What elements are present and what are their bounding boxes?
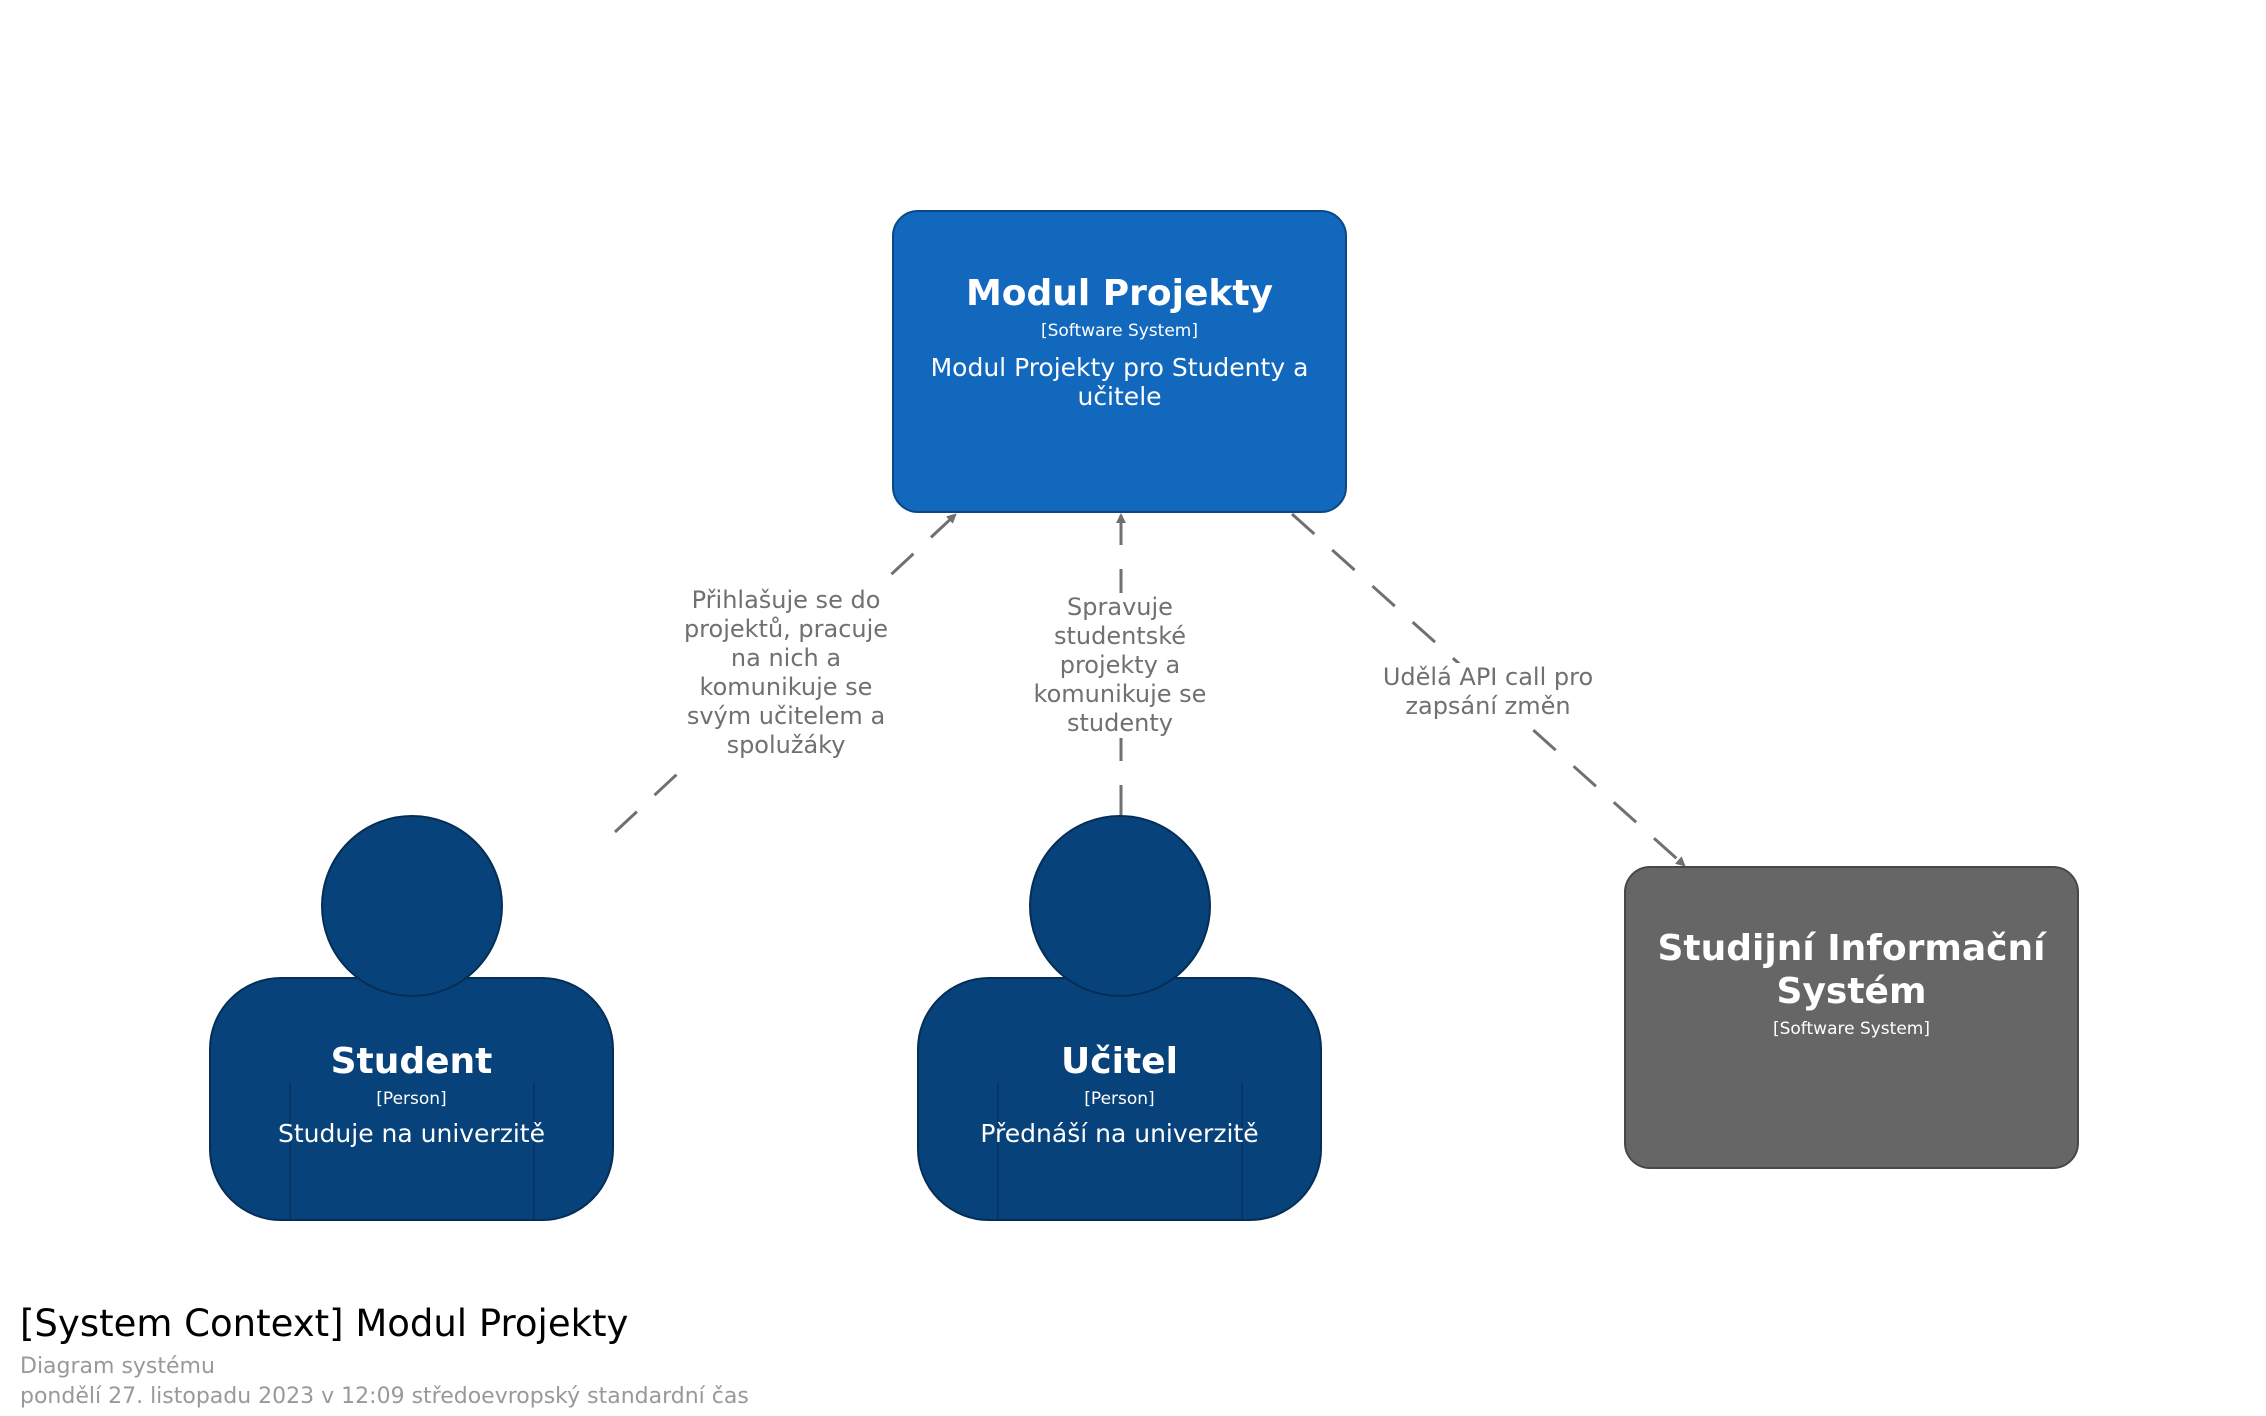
ucitel-description: Přednáší na univerzitě <box>980 1119 1259 1148</box>
student-person-head <box>321 815 503 997</box>
relationship-label-ucitel: Spravuje studentské projekty a komunikuj… <box>1018 593 1222 738</box>
modul-projekty-description: Modul Projekty pro Studenty a učitele <box>930 353 1309 411</box>
modul-projekty-type: [Software System] <box>1040 321 1198 341</box>
student-type: [Person] <box>376 1089 447 1109</box>
diagram-timestamp: pondělí 27. listopadu 2023 v 12:09 střed… <box>20 1384 749 1409</box>
studijni-informacni-system[interactable]: Studijní Informační Systém [Software Sys… <box>1624 866 2079 1169</box>
ucitel-name: Učitel <box>1061 1041 1178 1082</box>
student-description: Studuje na univerzitě <box>278 1119 545 1148</box>
student-person-text: Student [Person] Studuje na univerzitě <box>209 1040 614 1149</box>
student-arm-divider <box>289 1083 291 1220</box>
diagram-title: [System Context] Modul Projekty <box>20 1302 629 1345</box>
relationship-label-sis: Udělá API call pro zapsání změn <box>1353 663 1623 721</box>
ucitel-person-text: Učitel [Person] Přednáší na univerzitě <box>917 1040 1322 1149</box>
student-name: Student <box>330 1041 493 1082</box>
ucitel-arm-divider <box>1241 1083 1243 1220</box>
ucitel-person-body[interactable] <box>917 977 1322 1221</box>
sis-type: [Software System] <box>1772 1018 1930 1039</box>
sis-name: Studijní Informační Systém <box>1657 927 2046 1012</box>
diagram-subtitle: Diagram systému <box>20 1354 215 1379</box>
ucitel-type: [Person] <box>1084 1089 1155 1109</box>
ucitel-person-head <box>1029 815 1211 997</box>
ucitel-arm-divider <box>997 1083 999 1220</box>
relationship-label-student: Přihlašuje se do projektů, pracuje na ni… <box>666 586 906 760</box>
modul-projekty-system[interactable]: Modul Projekty [Software System] Modul P… <box>892 210 1347 513</box>
modul-projekty-name: Modul Projekty <box>965 273 1274 314</box>
arrow-modul-to-sis <box>1290 512 1687 868</box>
student-arm-divider <box>533 1083 535 1220</box>
